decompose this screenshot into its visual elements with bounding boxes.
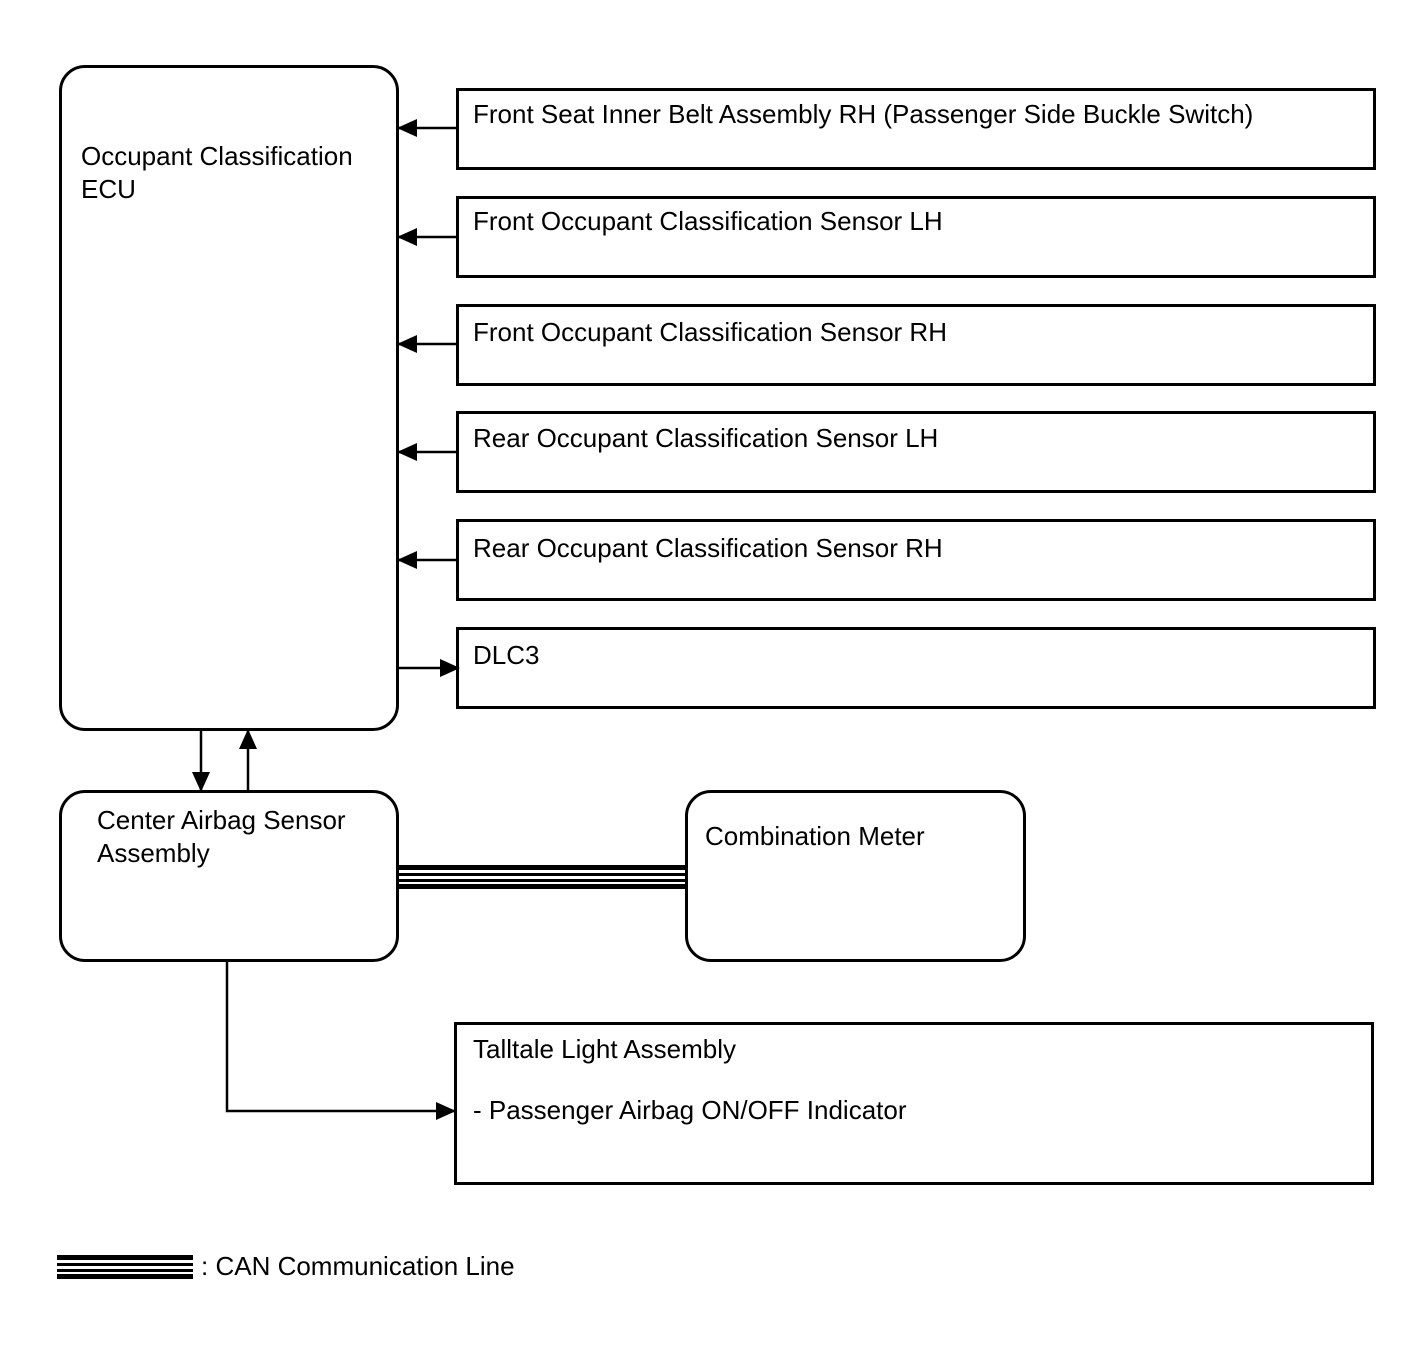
front-occupant-sensor-lh-box bbox=[456, 196, 1376, 278]
dlc3-box bbox=[456, 627, 1376, 709]
arrow-airbag-to-telltale bbox=[225, 962, 456, 1120]
rear-occupant-sensor-lh-box bbox=[456, 411, 1376, 493]
front-occupant-sensor-rh-label: Front Occupant Classification Sensor RH bbox=[473, 317, 947, 347]
front-occupant-sensor-rh-box bbox=[456, 304, 1376, 386]
telltale-label-line1: Talltale Light Assembly bbox=[473, 1034, 737, 1064]
airbag-sensor-label-line2: Assembly bbox=[97, 838, 210, 868]
can-communication-line bbox=[399, 865, 685, 889]
rear-occupant-sensor-rh-box bbox=[456, 519, 1376, 601]
legend-can-symbol bbox=[57, 1255, 193, 1279]
rear-occupant-sensor-rh-label: Rear Occupant Classification Sensor RH bbox=[473, 533, 943, 563]
combination-meter-box bbox=[685, 790, 1026, 962]
ecu-label-line1: Occupant Classification bbox=[81, 141, 353, 171]
dlc3-label: DLC3 bbox=[473, 640, 540, 670]
front-seat-inner-belt-label: Front Seat Inner Belt Assembly RH (Passe… bbox=[473, 99, 1254, 129]
ecu-label-line2: ECU bbox=[81, 174, 136, 204]
rear-occupant-sensor-lh-label: Rear Occupant Classification Sensor LH bbox=[473, 423, 939, 453]
telltale-light-box bbox=[454, 1022, 1374, 1185]
front-seat-inner-belt-box bbox=[456, 88, 1376, 170]
center-airbag-sensor-box bbox=[59, 790, 399, 962]
telltale-label-line2: - Passenger Airbag ON/OFF Indicator bbox=[473, 1095, 907, 1125]
airbag-sensor-label-line1: Center Airbag Sensor bbox=[97, 805, 346, 835]
combination-meter-label: Combination Meter bbox=[705, 821, 925, 851]
front-occupant-sensor-lh-label: Front Occupant Classification Sensor LH bbox=[473, 206, 943, 236]
legend-label: : CAN Communication Line bbox=[201, 1251, 515, 1281]
occupant-classification-ecu-box bbox=[59, 65, 399, 731]
